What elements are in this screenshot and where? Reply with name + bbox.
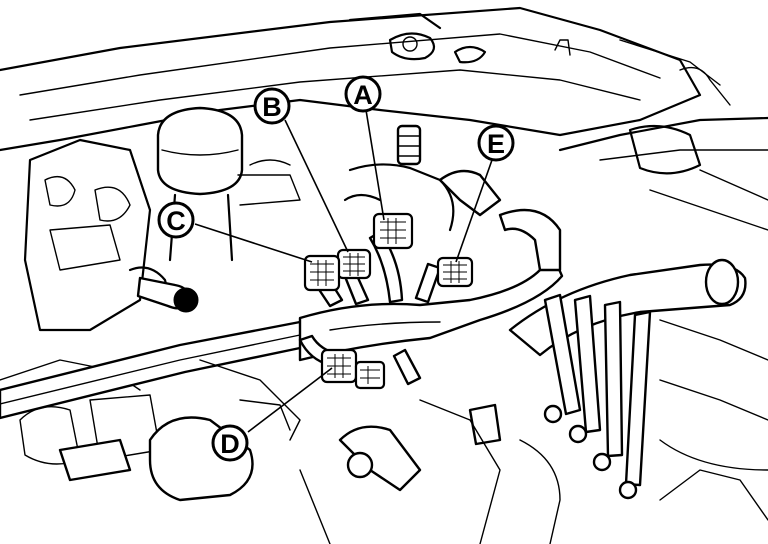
right-hoses	[438, 116, 768, 357]
callout-d-label: D	[220, 429, 240, 459]
callout-c-label: C	[166, 206, 186, 236]
oil-filler-cap	[156, 106, 301, 262]
callout-a-label: A	[353, 80, 373, 110]
left-engine-block	[0, 138, 199, 465]
center-sensor	[343, 124, 455, 232]
connector-d	[320, 348, 386, 390]
callout-b: B	[253, 87, 291, 125]
callout-a: A	[344, 75, 382, 113]
callout-b-label: B	[262, 92, 282, 122]
connector-a	[372, 212, 414, 250]
connector-e	[436, 256, 474, 288]
injector-lines	[543, 293, 768, 500]
callout-d: D	[211, 424, 249, 462]
connector-c	[303, 254, 341, 292]
lower-hoses	[58, 359, 768, 544]
callout-e: E	[477, 124, 515, 162]
callout-c: C	[157, 201, 195, 239]
connector-b	[336, 248, 372, 280]
leader-lines	[194, 109, 493, 433]
callout-e-label: E	[487, 129, 505, 159]
